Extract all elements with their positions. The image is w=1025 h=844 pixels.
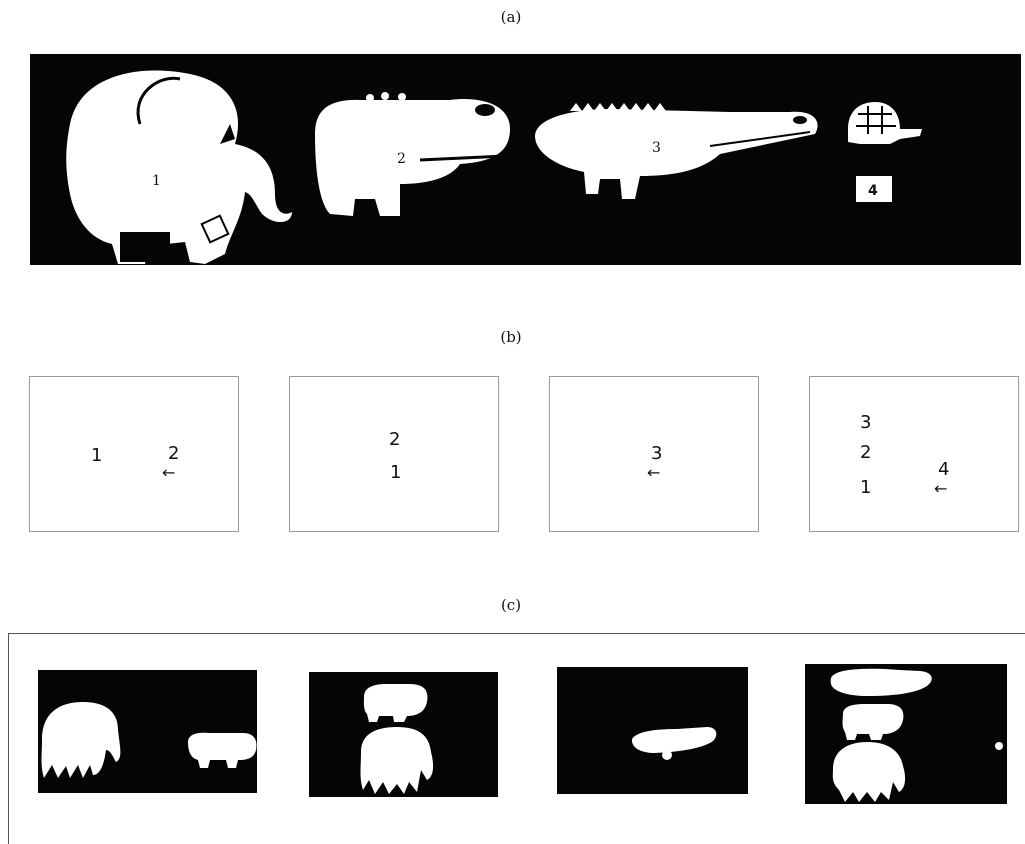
frame-4-item-1: 3 xyxy=(860,412,871,433)
frame-b-3: 3 ← xyxy=(549,376,759,532)
mini-image-1 xyxy=(38,670,257,793)
label-b: (b) xyxy=(491,328,531,346)
turtle-silhouette xyxy=(848,102,922,144)
panel-a-animals: 1 2 3 4 xyxy=(30,54,1021,265)
mini-image-3 xyxy=(557,667,748,794)
animal-label-4: 4 xyxy=(868,183,878,199)
crocodile-silhouette xyxy=(535,103,818,199)
label-a: (a) xyxy=(491,8,531,26)
frame-2-item-1: 2 xyxy=(389,429,400,450)
frame-b-2: 2 1 xyxy=(289,376,499,532)
frame-1-item-1: 1 xyxy=(91,445,102,466)
frame-1-arrow: ← xyxy=(162,463,175,482)
frame-4-item-3: 1 xyxy=(860,477,871,498)
animal-label-1: 1 xyxy=(152,173,161,189)
animal-label-2: 2 xyxy=(397,151,406,167)
frame-4-item-2: 2 xyxy=(860,442,871,463)
frame-2-item-2: 1 xyxy=(390,462,401,483)
animal-label-3: 3 xyxy=(652,140,661,156)
frame-4-arrow: ← xyxy=(934,479,947,498)
elephant-silhouette xyxy=(66,71,292,264)
label-c: (c) xyxy=(491,596,531,614)
frame-3-arrow: ← xyxy=(647,463,660,482)
frame-b-4: 3 2 1 4 ← xyxy=(809,376,1019,532)
mini-image-4 xyxy=(805,664,1007,804)
frame-b-1: 1 2 ← xyxy=(29,376,239,532)
frame-4-item-4: 4 xyxy=(938,459,949,480)
frame-1-item-2: 2 xyxy=(168,443,179,464)
frame-3-item-1: 3 xyxy=(651,443,662,464)
hippo-silhouette xyxy=(315,92,510,216)
mini-image-2 xyxy=(309,672,498,797)
